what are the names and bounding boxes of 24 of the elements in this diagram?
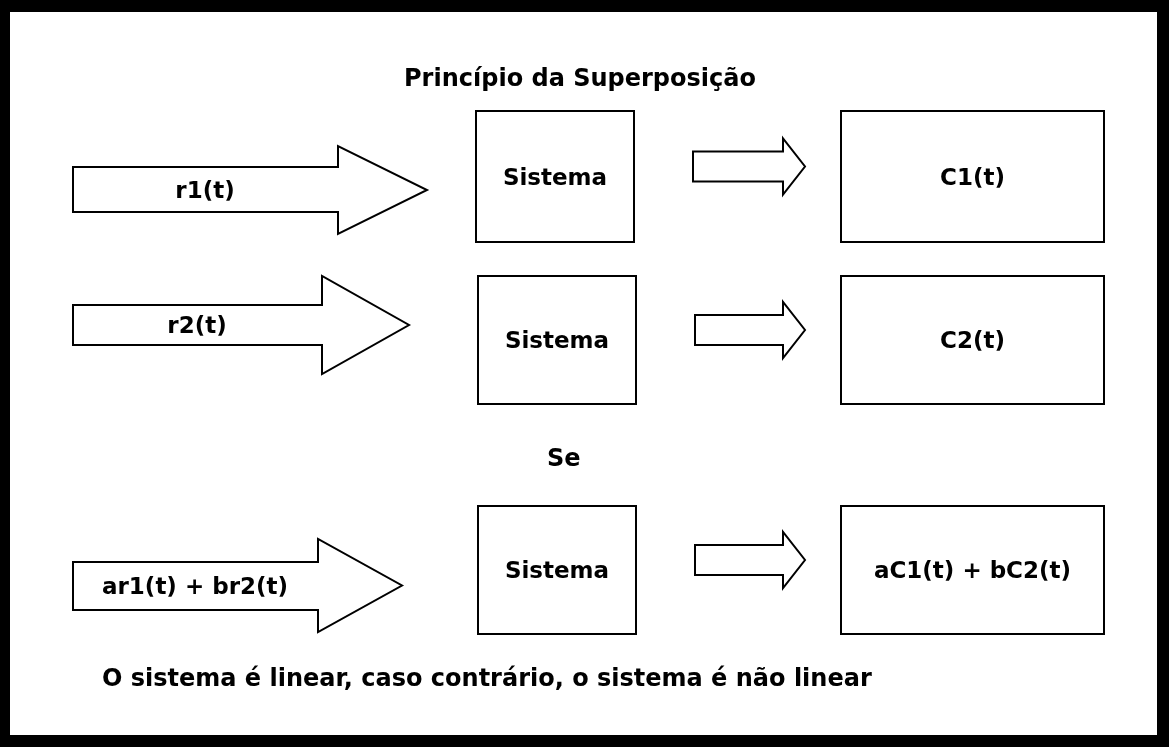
input-signal-shape: [72, 275, 410, 375]
box-label: aC1(t) + bC2(t): [873, 557, 1072, 583]
input-signal-shape: [72, 145, 428, 235]
diagram-title: Princípio da Superposição: [403, 64, 757, 92]
block-arrow: [694, 299, 807, 361]
system-box: [477, 275, 637, 405]
system-box: [840, 275, 1105, 405]
system-box: [840, 110, 1105, 243]
note-text: O sistema é linear, caso contrário, o sistema é não linear: [102, 664, 872, 692]
system-box: [475, 110, 635, 243]
box-label: C1(t): [940, 163, 1005, 190]
signal-label: ar1(t) + br2(t): [101, 572, 289, 601]
box-label: Sistema: [502, 163, 608, 190]
signal-label: r1(t): [174, 175, 236, 205]
system-box: [477, 505, 637, 635]
condition-label: Se: [547, 444, 581, 472]
block-arrow: [692, 135, 807, 198]
box-label: Sistema: [504, 327, 610, 353]
box-label: Sistema: [504, 557, 610, 583]
box-label: C2(t): [940, 327, 1005, 353]
system-box: [840, 505, 1105, 635]
block-arrow: [694, 529, 807, 591]
input-signal-shape: [72, 538, 403, 633]
signal-label: r2(t): [166, 311, 228, 340]
